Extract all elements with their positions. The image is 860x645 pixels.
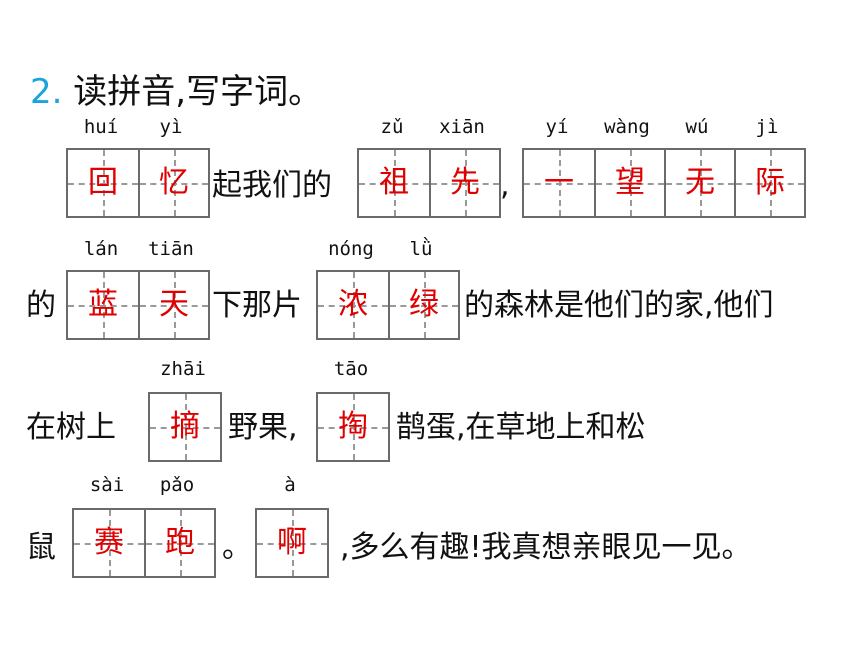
answer-char: 赛 [94, 525, 124, 560]
pinyin-wu: wú [685, 116, 709, 138]
pinyin-yi: yì [159, 116, 183, 138]
answer-char: 绿 [409, 287, 439, 322]
pinyin-sai: sài [89, 474, 125, 496]
char-cell[interactable]: 先 [429, 150, 499, 216]
answer-char: 望 [615, 165, 645, 200]
pinyin-ji: jì [755, 116, 779, 138]
exercise-number: 2. [30, 72, 63, 112]
char-cell[interactable]: 摘 [150, 394, 220, 460]
pinyin-xian: xiān [439, 116, 485, 138]
answer-char: 先 [450, 165, 480, 200]
char-cell[interactable]: 天 [138, 272, 208, 338]
answer-char: 际 [755, 165, 785, 200]
pinyin-a: à [284, 474, 296, 496]
pinyin-wang: wàng [604, 116, 650, 138]
sentence-text: 的 [26, 288, 56, 323]
pinyin-nong: nóng [328, 238, 374, 260]
char-cell[interactable]: 无 [664, 150, 734, 216]
answer-box-zhai[interactable]: 摘 [148, 392, 222, 462]
answer-char: 跑 [165, 525, 195, 560]
sentence-text: 的森林是他们的家,他们 [464, 288, 774, 323]
char-cell[interactable]: 回 [68, 150, 138, 216]
answer-char: 啊 [277, 525, 307, 560]
char-cell[interactable]: 祖 [359, 150, 429, 216]
char-cell[interactable]: 赛 [74, 510, 144, 576]
char-cell[interactable]: 蓝 [68, 272, 138, 338]
pinyin-tao: tāo [333, 358, 369, 380]
answer-char: 天 [159, 287, 189, 322]
answer-char: 一 [544, 165, 574, 200]
pinyin-tian: tiān [148, 238, 194, 260]
answer-char: 掏 [338, 409, 368, 444]
sentence-text: 起我们的 [212, 168, 332, 203]
pinyin-lan: lán [83, 238, 119, 260]
pinyin-yi2: yí [545, 116, 569, 138]
sentence-text: 。 [222, 530, 252, 565]
answer-char: 忆 [159, 165, 189, 200]
sentence-text: 鼠 [26, 530, 56, 565]
answer-box-a[interactable]: 啊 [255, 508, 329, 578]
pinyin-lv: lǜ [409, 238, 433, 260]
sentence-text: 野果, [228, 410, 298, 445]
sentence-text: 鹊蛋,在草地上和松 [396, 410, 646, 445]
answer-box-tao[interactable]: 掏 [316, 392, 390, 462]
answer-box-nonglv[interactable]: 浓 绿 [316, 270, 460, 340]
answer-char: 回 [88, 165, 118, 200]
pinyin-zhai: zhāi [160, 358, 206, 380]
char-cell[interactable]: 忆 [138, 150, 208, 216]
char-cell[interactable]: 一 [524, 150, 594, 216]
answer-char: 浓 [338, 287, 368, 322]
answer-char: 摘 [170, 409, 200, 444]
sentence-text: , [500, 168, 510, 203]
answer-box-huiyi[interactable]: 回 忆 [66, 148, 210, 218]
answer-char: 祖 [379, 165, 409, 200]
answer-char: 蓝 [88, 287, 118, 322]
pinyin-zu: zǔ [380, 116, 404, 138]
pinyin-hui: huí [83, 116, 119, 138]
char-cell[interactable]: 掏 [318, 394, 388, 460]
answer-box-zuxian[interactable]: 祖 先 [357, 148, 501, 218]
answer-box-lantian[interactable]: 蓝 天 [66, 270, 210, 340]
char-cell[interactable]: 际 [734, 150, 804, 216]
exercise-title: 2. 读拼音,写字词。 [30, 70, 322, 114]
char-cell[interactable]: 跑 [144, 510, 214, 576]
answer-box-saipao[interactable]: 赛 跑 [72, 508, 216, 578]
pinyin-pao: pǎo [159, 474, 195, 496]
answer-char: 无 [685, 165, 715, 200]
exercise-instruction: 读拼音,写字词。 [73, 72, 323, 112]
char-cell[interactable]: 浓 [318, 272, 388, 338]
sentence-text: 下那片 [212, 288, 302, 323]
sentence-text: 在树上 [26, 410, 116, 445]
char-cell[interactable]: 绿 [388, 272, 458, 338]
answer-box-yiwangwuji[interactable]: 一 望 无 际 [522, 148, 806, 218]
char-cell[interactable]: 啊 [257, 510, 327, 576]
char-cell[interactable]: 望 [594, 150, 664, 216]
sentence-text: ,多么有趣!我真想亲眼见一见。 [340, 530, 752, 565]
